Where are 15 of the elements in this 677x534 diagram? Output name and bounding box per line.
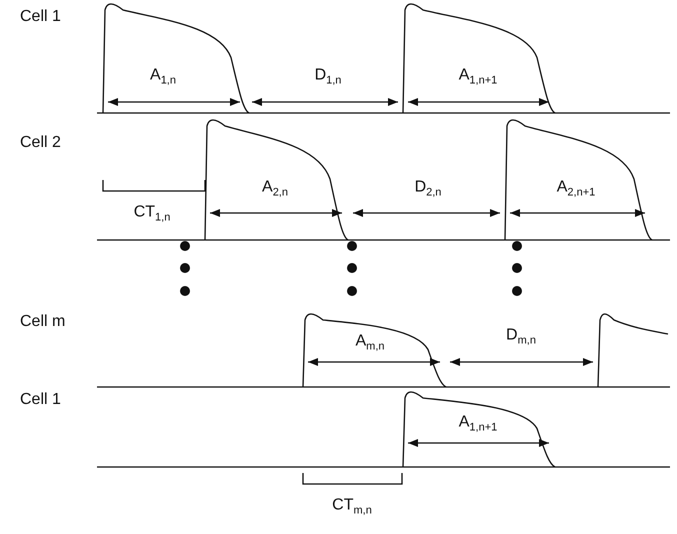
interval-label: A$_{1,n+1}$ bbox=[458, 67, 498, 87]
row-label: Cell 1 bbox=[20, 9, 61, 25]
interval-label: D$_{1,n}$ bbox=[314, 67, 342, 87]
interval-label: A$_{1,n+1}$ bbox=[458, 414, 498, 434]
row-label: Cell 2 bbox=[20, 135, 61, 151]
interval-label: A$_{2,n+1}$ bbox=[556, 179, 596, 199]
row-label: Cell 1 bbox=[20, 392, 61, 408]
interval-label: D$_{m,n}$ bbox=[506, 327, 536, 347]
interval-label: A$_{m,n}$ bbox=[356, 333, 384, 353]
interval-label: A$_{2,n}$ bbox=[262, 179, 288, 199]
interval-label: CT$_{m,n}$ bbox=[332, 497, 372, 517]
row-label: Cell m bbox=[20, 314, 66, 330]
interval-label: D$_{2,n}$ bbox=[414, 179, 442, 199]
interval-label: A$_{1,n}$ bbox=[150, 67, 176, 87]
interval-label: CT$_{1,n}$ bbox=[134, 204, 170, 224]
